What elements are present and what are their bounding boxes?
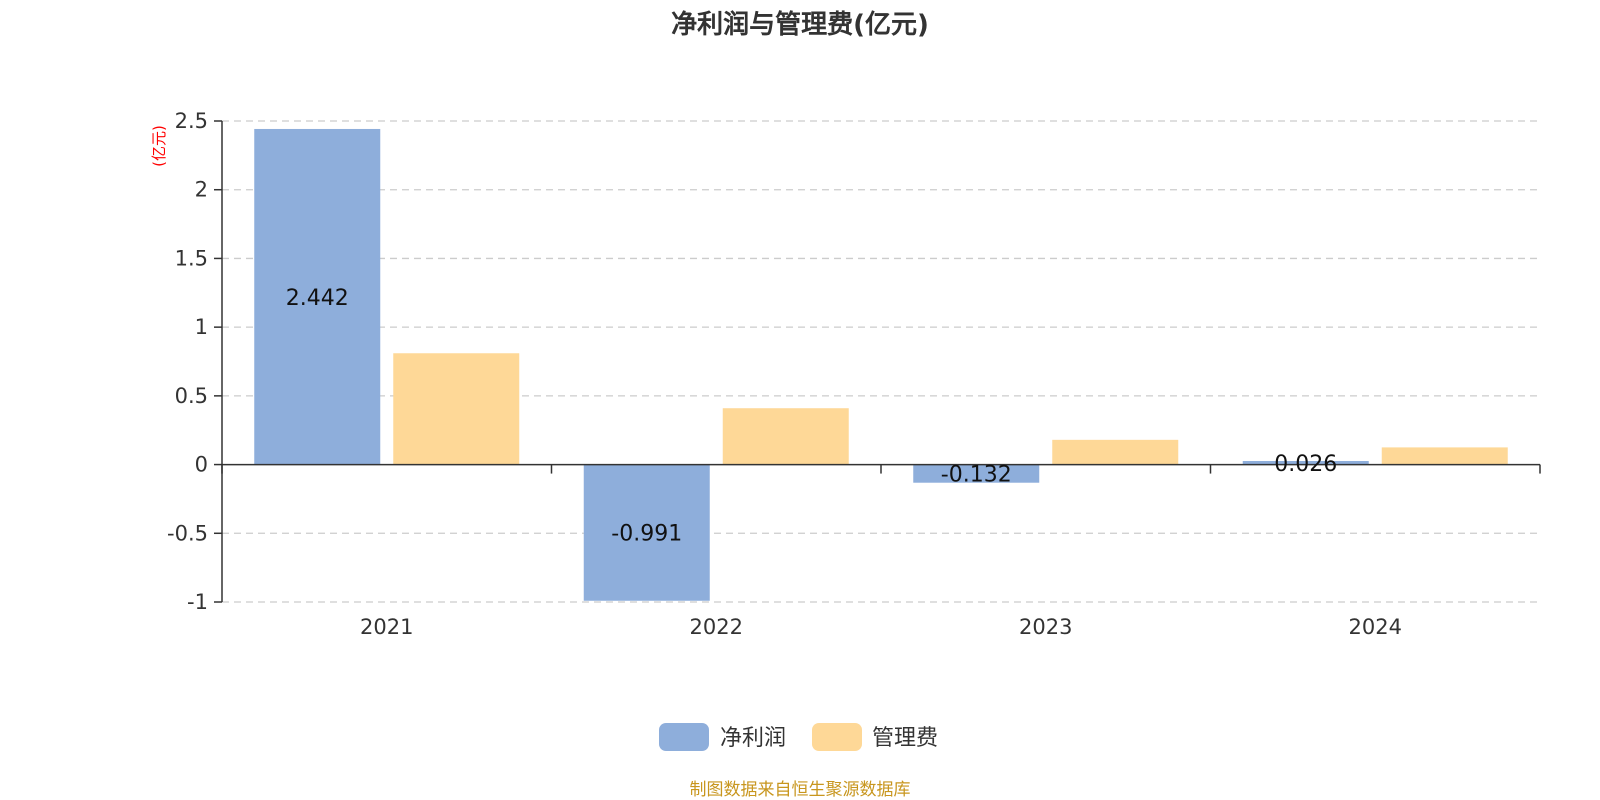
y-tick-label: 0 bbox=[195, 453, 208, 477]
legend-swatch-net-profit bbox=[659, 723, 709, 751]
bar-admin-expense-2022[interactable] bbox=[722, 408, 849, 465]
legend-label-net-profit: 净利润 bbox=[720, 726, 786, 751]
x-tick-label: 2023 bbox=[1019, 615, 1072, 639]
bar-net-profit-2024[interactable] bbox=[1242, 460, 1369, 465]
bar-admin-expense-2021[interactable] bbox=[393, 353, 520, 465]
y-tick-label: 2 bbox=[195, 178, 208, 202]
legend-label-admin-expense: 管理费 bbox=[872, 726, 938, 751]
bar-admin-expense-2023[interactable] bbox=[1052, 439, 1179, 465]
bar-net-profit-2022[interactable] bbox=[583, 464, 710, 601]
x-tick-label: 2024 bbox=[1349, 615, 1402, 639]
bars bbox=[254, 128, 1508, 601]
bar-admin-expense-2024[interactable] bbox=[1381, 447, 1508, 465]
legend-item-admin-expense[interactable]: 管理费 bbox=[812, 723, 938, 751]
data-label: 2.442 bbox=[286, 286, 349, 311]
y-axis-unit-label: (亿元) bbox=[150, 125, 168, 167]
x-tick-label: 2022 bbox=[690, 615, 743, 639]
bar-net-profit-2021[interactable] bbox=[254, 128, 381, 465]
y-tick-label: -1 bbox=[187, 590, 208, 614]
axes bbox=[214, 120, 1541, 603]
data-label: 0.026 bbox=[1274, 452, 1337, 477]
legend-item-net-profit[interactable]: 净利润 bbox=[659, 723, 786, 751]
y-tick-label: 2.5 bbox=[175, 109, 208, 133]
grid bbox=[222, 120, 1540, 603]
chart-title: 净利润与管理费(亿元) bbox=[671, 9, 929, 40]
legend: 净利润 管理费 bbox=[659, 723, 938, 751]
x-tick-label: 2021 bbox=[360, 615, 413, 639]
legend-swatch-admin-expense bbox=[812, 723, 862, 751]
source-note: 制图数据来自恒生聚源数据库 bbox=[690, 780, 911, 800]
y-tick-label: 1 bbox=[195, 315, 208, 339]
y-tick-label: 0.5 bbox=[175, 384, 208, 408]
y-tick-label: 1.5 bbox=[175, 246, 208, 270]
y-tick-label: -0.5 bbox=[167, 521, 208, 545]
data-label: -0.132 bbox=[941, 463, 1012, 488]
data-label: -0.991 bbox=[611, 522, 682, 547]
bar-net-profit-2023[interactable] bbox=[913, 464, 1040, 483]
labels: 2.5 2 1.5 1 0.5 0 -0.5 -1 2.442 2021 -0.991 2022 -0.… bbox=[167, 109, 1402, 639]
